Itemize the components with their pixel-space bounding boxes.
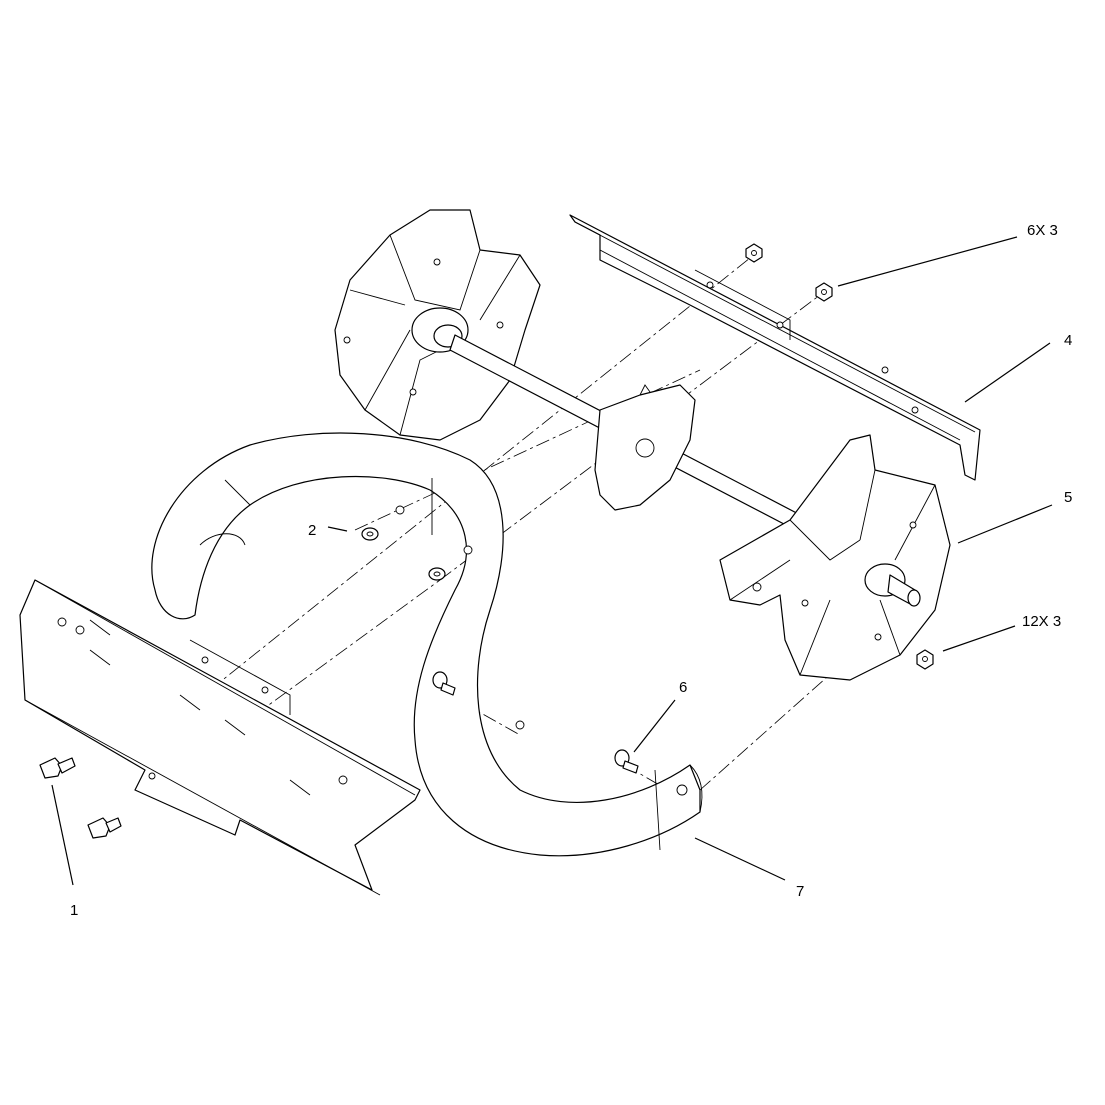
callout-7: 7 bbox=[796, 883, 804, 900]
shave-plate-left bbox=[19, 579, 421, 896]
scraper-bar-right bbox=[569, 214, 981, 481]
callout-5: 5 bbox=[1064, 489, 1072, 506]
spacer-upper bbox=[361, 527, 379, 541]
spacer-lower bbox=[428, 567, 446, 581]
hardware bbox=[39, 243, 934, 839]
callout-labels: 1 2 4 5 6 7 6X 3 12X 3 bbox=[70, 222, 1072, 919]
hex-bolt-lower bbox=[87, 817, 122, 839]
impeller-plate bbox=[594, 384, 696, 511]
hex-nut-upper-a bbox=[745, 243, 763, 263]
auger-front bbox=[719, 434, 951, 681]
auger-rear bbox=[334, 209, 541, 441]
callout-6: 6 bbox=[679, 679, 687, 696]
callout-12x3: 12X 3 bbox=[1022, 613, 1061, 630]
callout-2: 2 bbox=[308, 522, 316, 539]
callout-6x3: 6X 3 bbox=[1027, 222, 1058, 239]
hex-bolt-upper bbox=[39, 757, 76, 779]
callout-1: 1 bbox=[70, 902, 78, 919]
leader-lines bbox=[51, 236, 1053, 886]
auger-housing bbox=[151, 432, 703, 857]
callout-4: 4 bbox=[1064, 332, 1072, 349]
hex-nut-upper-b bbox=[815, 282, 833, 302]
hex-nut-right bbox=[916, 649, 934, 670]
carriage-bolt-right bbox=[614, 749, 639, 774]
carriage-bolt-left bbox=[432, 671, 456, 696]
